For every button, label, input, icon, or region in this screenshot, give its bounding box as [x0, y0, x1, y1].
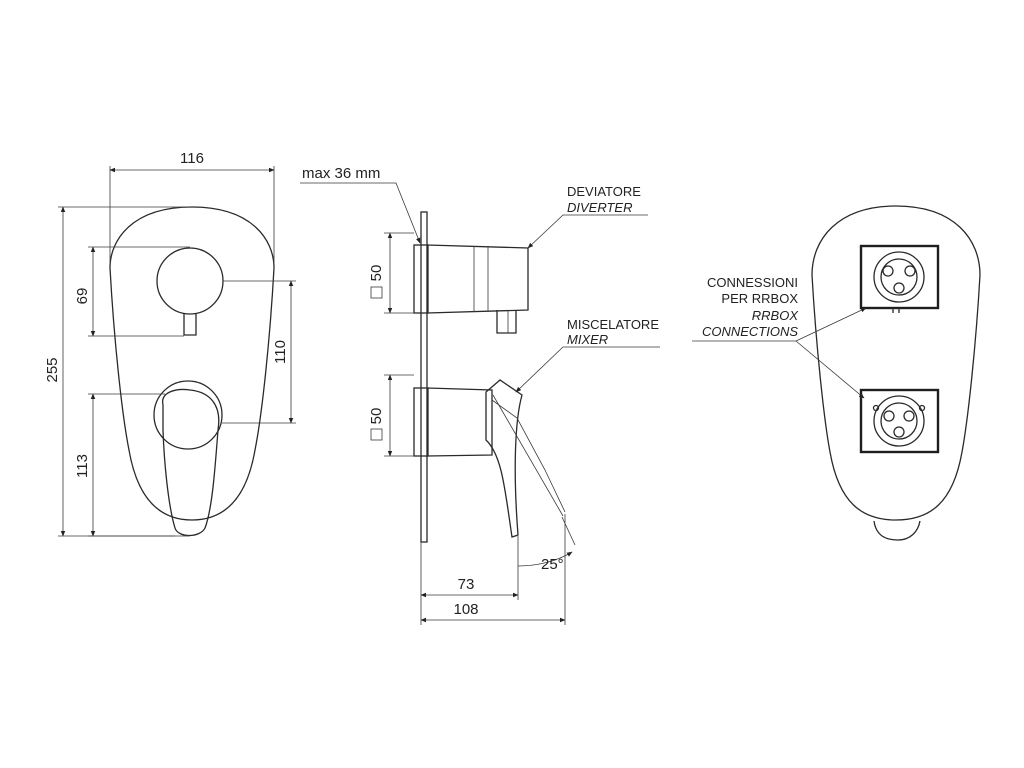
leader-conn-top — [795, 307, 867, 342]
connector-bottom-body — [873, 395, 925, 447]
diverter-flange — [413, 244, 429, 314]
mixer-lever-side — [485, 379, 523, 538]
rear-view: CONNESSIONI PER RRBOX RRBOX CONNECTIONS — [692, 205, 981, 541]
port-top-1 — [882, 265, 894, 277]
leader-diverter — [527, 214, 648, 249]
leader-mixer — [515, 346, 660, 393]
rear-plate-outline — [811, 205, 981, 521]
dim-box-bottom-text: 50 — [368, 408, 385, 425]
label-conn-it-1: CONNESSIONI — [707, 275, 798, 290]
dim-angle-arc — [517, 551, 573, 567]
dim-73-text: 73 — [458, 576, 475, 593]
diverter-body — [426, 244, 529, 314]
mixer-base-circle — [153, 380, 223, 450]
diverter-pin-side — [496, 310, 517, 334]
dim-113-text: 113 — [74, 454, 91, 478]
label-conn-it-2: PER RRBOX — [721, 291, 798, 306]
port-bottom-3 — [893, 426, 905, 438]
leader-conn-bottom — [795, 340, 865, 399]
port-top-3 — [893, 282, 905, 294]
label-mixer-it: MISCELATORE — [567, 317, 659, 332]
dim-max36-leader — [300, 182, 421, 244]
connector-top-body — [873, 251, 925, 303]
mixer-lever — [162, 388, 220, 537]
side-view: 50 max 36 mm DEVIATORE DIVERTER 50 MISCE… — [300, 165, 660, 625]
dim-angle-text: 25° — [541, 556, 564, 573]
label-conn-en-2: CONNECTIONS — [702, 324, 798, 339]
front-plate-outline — [109, 206, 275, 521]
mixer-body — [426, 387, 493, 457]
square-symbol-bottom — [370, 428, 383, 441]
connector-bottom-frame — [859, 388, 940, 454]
label-mixer-en: MIXER — [567, 332, 608, 347]
dim-box-top-text: 50 — [368, 265, 385, 282]
dim-width-text: 116 — [180, 150, 204, 167]
port-top-2 — [904, 265, 916, 277]
rear-lever-stub — [873, 520, 921, 541]
dim-69-text: 69 — [74, 288, 91, 305]
label-conn-en-1: RRBOX — [752, 308, 800, 323]
port-bottom-1 — [883, 410, 895, 422]
side-plate — [420, 211, 428, 543]
diverter-knob — [156, 247, 224, 315]
mixer-flange — [413, 387, 429, 457]
connector-top-frame — [859, 244, 940, 310]
dim-108-text: 108 — [453, 601, 478, 618]
label-diverter-en: DIVERTER — [567, 200, 633, 215]
port-bottom-2 — [903, 410, 915, 422]
label-diverter-it: DEVIATORE — [567, 184, 641, 199]
square-symbol-top — [370, 286, 383, 299]
diverter-pin — [183, 314, 197, 336]
dim-max36-text: max 36 mm — [302, 165, 380, 182]
dim-height-text: 255 — [44, 357, 61, 382]
front-view: 116 255 69 110 113 — [44, 150, 296, 537]
dim-110-text: 110 — [272, 340, 289, 364]
